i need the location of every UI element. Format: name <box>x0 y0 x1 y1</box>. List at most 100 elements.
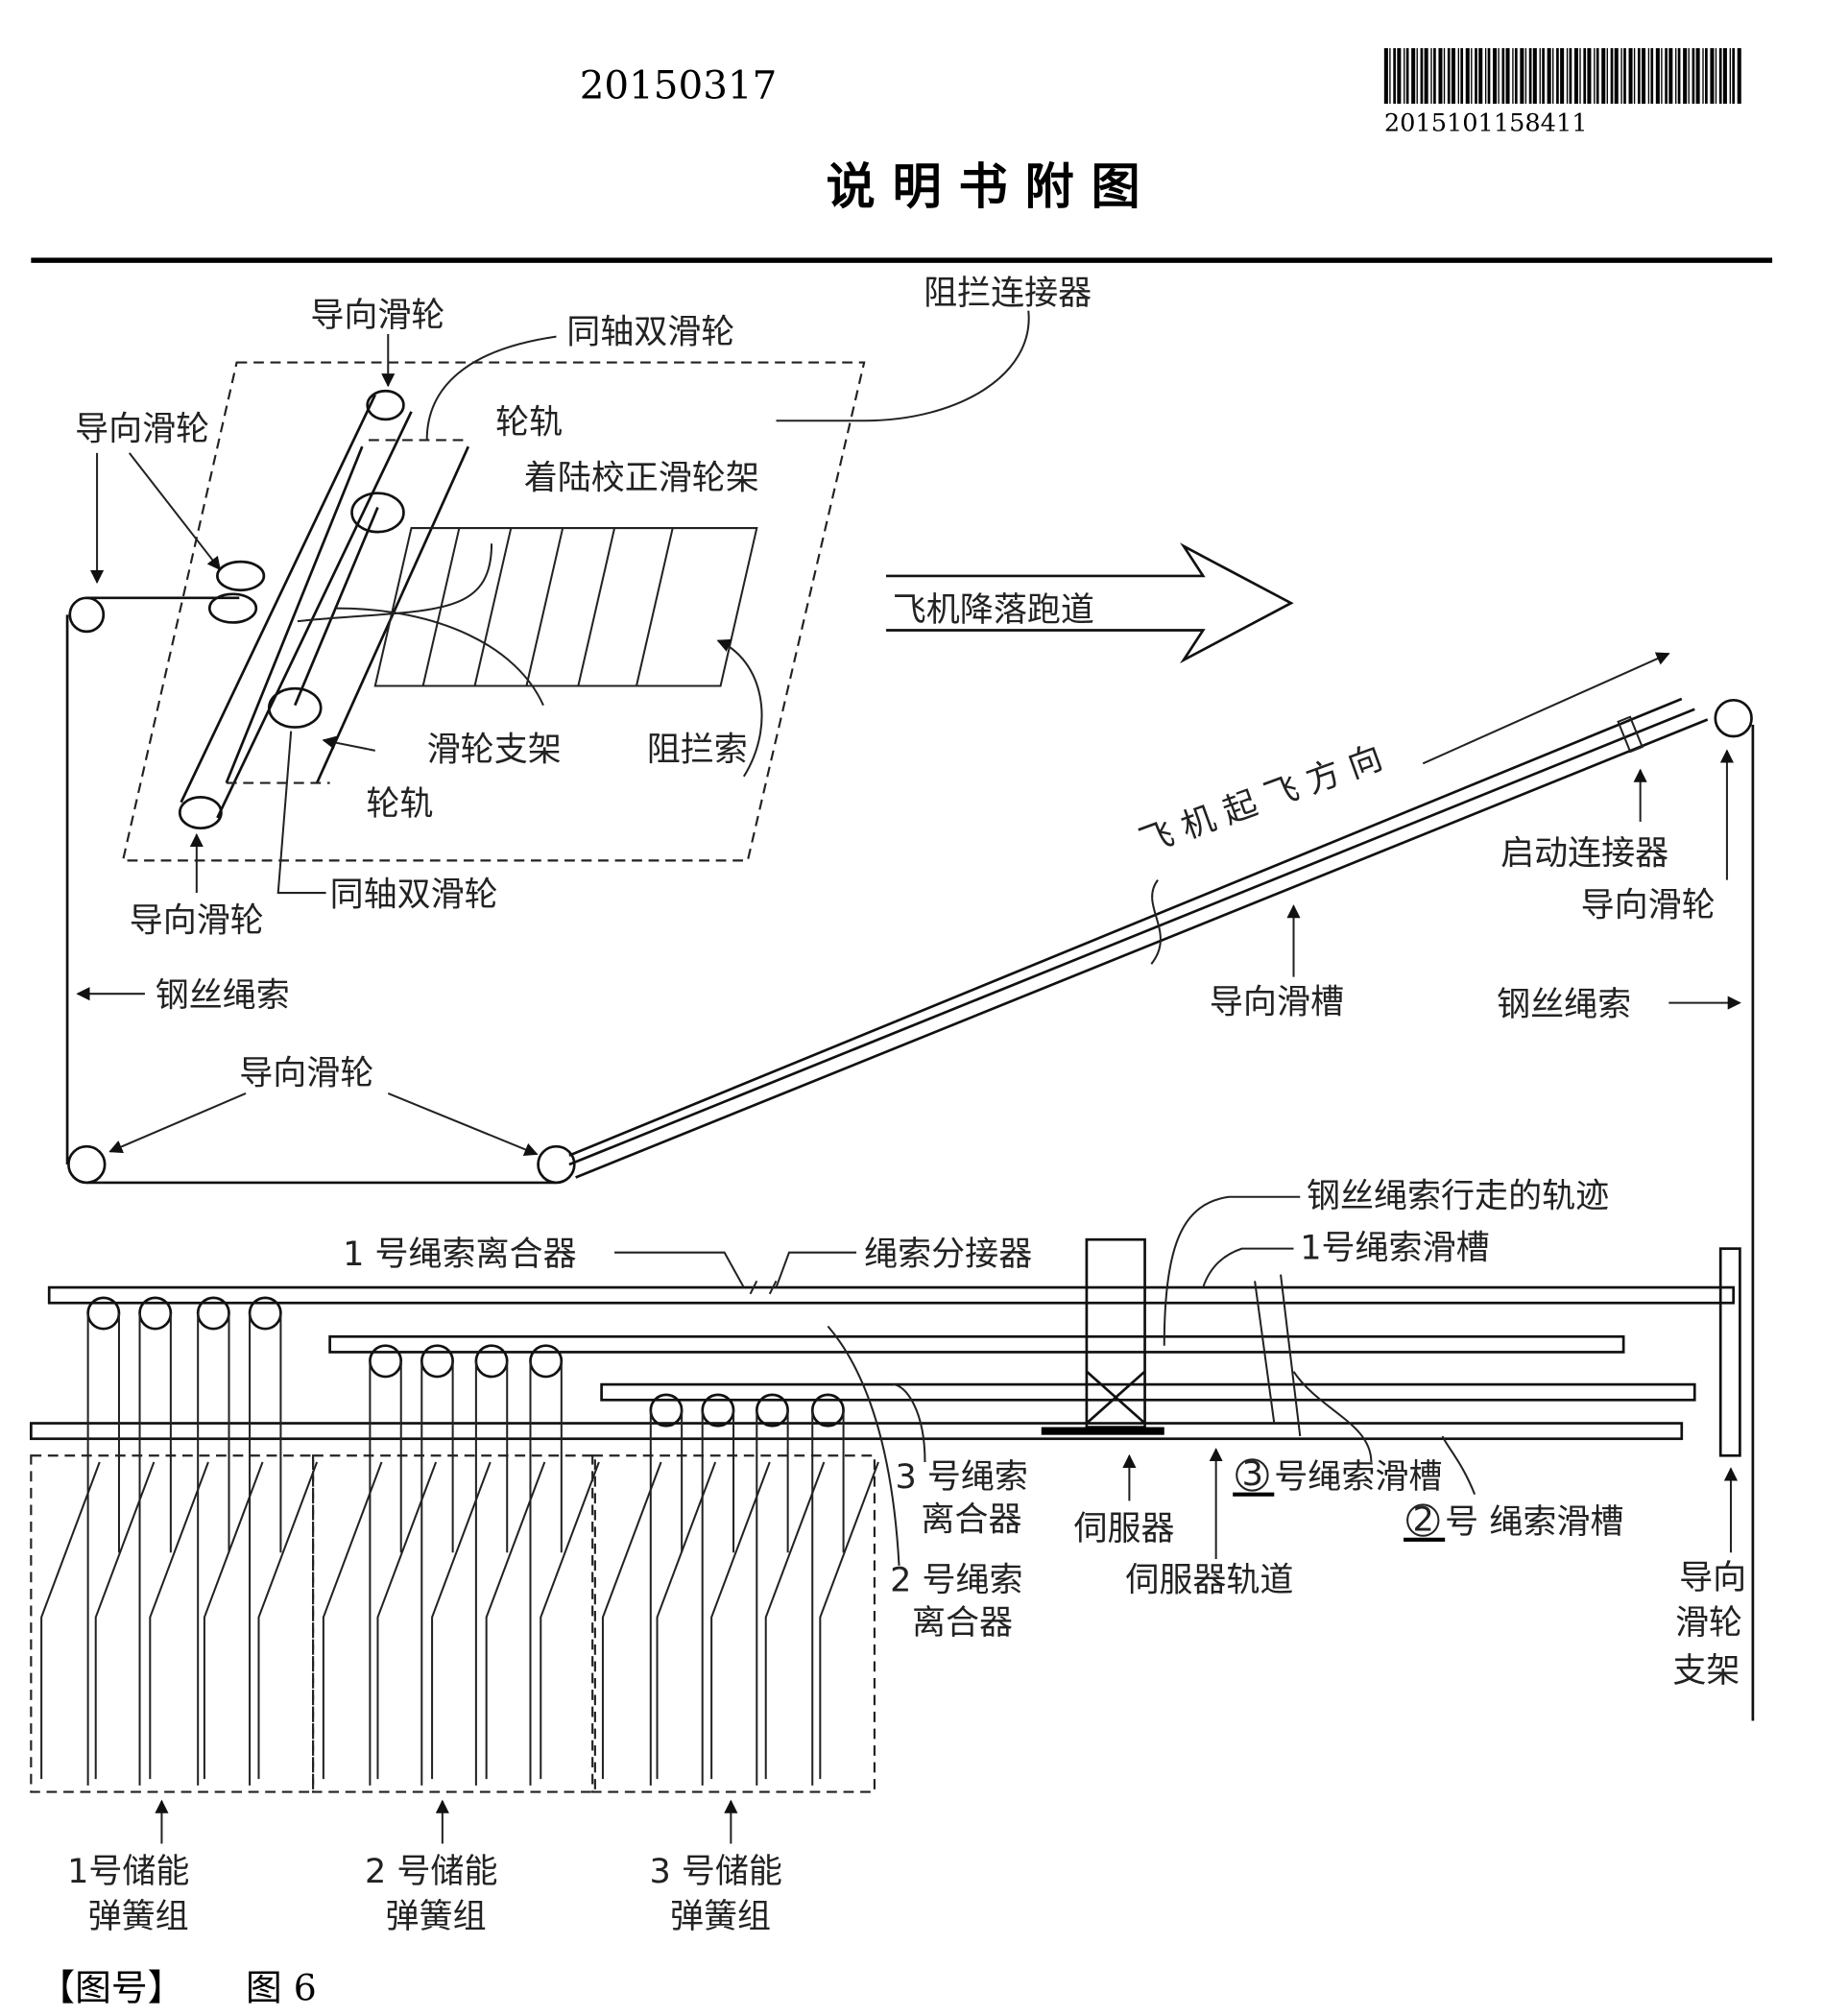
page-title: 说 明 书 附 图 <box>826 158 1140 216</box>
label-rope-clutch-1: 1 号绳索离合器 <box>343 1235 577 1274</box>
label-wheel-rail-top: 轮轨 <box>495 403 563 443</box>
header-rule <box>31 257 1773 263</box>
rope-groove-1 <box>47 1285 1736 1305</box>
label-spring-group-3-b: 弹簧组 <box>670 1897 771 1936</box>
label-spring-group-2-b: 弹簧组 <box>386 1897 487 1936</box>
spring <box>764 1461 826 1780</box>
label-spring-group-1-a: 1号储能 <box>67 1852 189 1891</box>
label-rope-clutch-2-a: 2 号绳索 <box>890 1561 1022 1600</box>
spring <box>322 1461 383 1780</box>
label-rope-splitter: 绳索分接器 <box>864 1235 1032 1274</box>
clutch-pulleys <box>86 1296 845 1786</box>
spring-group-box-3 <box>591 1454 876 1793</box>
label-wire-rope-left: 钢丝绳索 <box>156 976 290 1016</box>
label-guide-pulley-top: 导向滑轮 <box>310 296 444 335</box>
label-guide-pulley-right: 导向滑轮 <box>1581 885 1716 924</box>
runway-label: 飞机降落跑道 <box>893 590 1094 630</box>
clutch-pulley <box>420 1344 454 1379</box>
spring <box>94 1461 156 1780</box>
guide-pulley-lower-right <box>537 1144 576 1185</box>
label-servo: 伺服器 <box>1073 1509 1174 1548</box>
label-coaxial-double-pulley-top: 同轴双滑轮 <box>566 312 734 351</box>
label-guide-pulley-lower: 导向滑轮 <box>239 1054 373 1093</box>
connector-leader <box>776 310 1030 422</box>
coaxial-double-pulley-top <box>350 492 405 534</box>
clutch-pulley <box>369 1344 403 1379</box>
spring <box>257 1461 319 1780</box>
pulley-axle <box>293 506 379 707</box>
publication-date: 20150317 <box>580 62 778 108</box>
spring <box>656 1461 717 1780</box>
label-spring-group-1-b: 弹簧组 <box>88 1897 189 1936</box>
figure-tag: 【图号】 <box>38 1967 183 2009</box>
coaxial-double-pulley-bottom <box>267 686 323 729</box>
label-pulley-support-c: 支架 <box>1672 1651 1740 1691</box>
rope-grooves <box>29 1237 1741 1457</box>
spring <box>149 1461 209 1780</box>
arresting-assembly <box>65 310 1030 1165</box>
label-wire-rope-right: 钢丝绳索 <box>1497 985 1631 1024</box>
label-spring-group-2-a: 2 号储能 <box>365 1852 497 1891</box>
guide-pulley-top <box>366 389 405 421</box>
arresting-cable-net <box>373 527 758 687</box>
wire-rope-left <box>65 596 240 1165</box>
label-takeoff-direction: 飞 机 起 飞 方 向 <box>1135 738 1388 862</box>
label-rope-clutch-2-b: 离合器 <box>912 1603 1013 1643</box>
guide-pulley-left-b <box>207 592 258 624</box>
servo-track <box>29 1422 1684 1441</box>
barcode <box>1383 48 1741 105</box>
spring <box>819 1461 879 1780</box>
label-rope-groove-1: 1号绳索滑槽 <box>1300 1228 1489 1267</box>
wheel-rail-frame <box>225 445 470 784</box>
label-start-connector: 启动连接器 <box>1500 833 1668 873</box>
spring <box>601 1461 662 1780</box>
spring <box>203 1461 264 1780</box>
label-coaxial-double-pulley-bottom: 同轴双滑轮 <box>330 876 498 915</box>
label-landing-correction-frame: 着陆校正滑轮架 <box>524 459 759 498</box>
rope-groove-3 <box>600 1382 1696 1402</box>
spring <box>540 1461 600 1780</box>
spring <box>431 1461 492 1780</box>
guide-groove <box>568 697 1709 1179</box>
label-wheel-rail-bottom: 轮轨 <box>366 784 433 824</box>
takeoff-direction-arrow <box>1422 652 1670 765</box>
label-servo-track: 伺服器轨道 <box>1125 1561 1293 1600</box>
application-number: 2015101158411 <box>1384 108 1588 137</box>
runway-arrow: 飞机降落跑道 <box>886 542 1294 664</box>
guide-pulley-left-a <box>216 560 266 592</box>
label-pulley-bracket: 滑轮支架 <box>427 731 562 770</box>
spring-groups <box>30 1454 879 1793</box>
label-guide-groove: 导向滑槽 <box>1210 982 1344 1021</box>
clutch-pulley <box>529 1344 564 1379</box>
spring-group-box-1 <box>30 1454 315 1793</box>
label-spring-group-3-a: 3 号储能 <box>649 1852 781 1891</box>
spring <box>40 1461 101 1780</box>
clutch-pulley <box>474 1344 509 1379</box>
rail-left <box>180 394 413 819</box>
label-rope-groove-3-number: 3 <box>1242 1454 1263 1494</box>
spring-group-box-2 <box>312 1454 596 1793</box>
guide-pulley-corner-top <box>68 596 106 634</box>
label-rope-groove-2-number: 2 <box>1412 1500 1433 1539</box>
start-connector <box>1617 715 1644 754</box>
label-rope-clutch-3-b: 离合器 <box>921 1500 1021 1539</box>
barrier-connector-frame <box>121 361 866 862</box>
label-rope-clutch-3-a: 3 号绳索 <box>895 1457 1027 1497</box>
label-guide-pulley-left: 导向滑轮 <box>75 409 209 448</box>
spring <box>376 1461 438 1780</box>
guide-pulley-bottom <box>178 796 223 830</box>
guide-pulley-support <box>1718 1247 1741 1457</box>
spring <box>485 1461 546 1780</box>
guide-groove-assembly <box>67 652 1755 1721</box>
servo-base <box>1041 1427 1164 1435</box>
guide-pulley-lower-left <box>67 1144 107 1185</box>
rope-groove-2 <box>328 1334 1625 1354</box>
annotations: 导向滑轮 同轴双滑轮 阻拦连接器 导向滑轮 轮轨 着陆校正滑轮架 滑轮支架 阻拦… <box>67 274 1746 1936</box>
label-barrier-connector: 阻拦连接器 <box>924 274 1092 313</box>
label-wire-rope-track: 钢丝绳索行走的轨迹 <box>1307 1177 1609 1216</box>
figure-number: 图 6 <box>246 1967 317 2009</box>
spring <box>710 1461 771 1780</box>
label-rope-groove-3: 号绳索滑槽 <box>1274 1457 1442 1497</box>
label-pulley-support-a: 导向 <box>1679 1558 1746 1597</box>
